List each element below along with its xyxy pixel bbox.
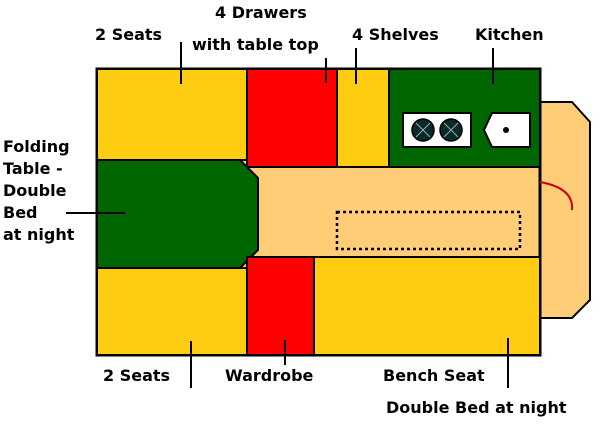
label-folding-line5: at night [3, 225, 75, 244]
label-folding-line4: Bed [3, 203, 38, 222]
tow-hitch [539, 101, 591, 319]
label-two-seats-top: 2 Seats [95, 25, 163, 44]
label-wardrobe: Wardrobe [225, 366, 314, 385]
label-kitchen: Kitchen [475, 25, 544, 44]
shelves-unit [336, 68, 390, 168]
label-bench-bed: Double Bed at night [386, 398, 567, 417]
label-shelves: 4 Shelves [352, 25, 439, 44]
label-folding-line2: Table - [3, 159, 63, 178]
label-drawers-line1: 4 Drawers [215, 3, 307, 22]
top-left-seats [96, 68, 248, 161]
label-folding-line1: Folding [3, 137, 70, 156]
pointer-lines [66, 42, 509, 388]
bottom-left-seats [96, 267, 248, 356]
label-bench-seat: Bench Seat [383, 366, 485, 385]
label-folding-line3: Double [3, 181, 67, 200]
label-two-seats-bottom: 2 Seats [103, 366, 171, 385]
label-drawers-line2: with table top [192, 35, 319, 54]
drawers-unit [246, 68, 338, 168]
bench-seat [313, 256, 541, 356]
door-arc [539, 181, 574, 211]
bed-outline [335, 210, 522, 251]
sink-drain-icon [503, 127, 509, 133]
wardrobe-unit [246, 256, 315, 356]
